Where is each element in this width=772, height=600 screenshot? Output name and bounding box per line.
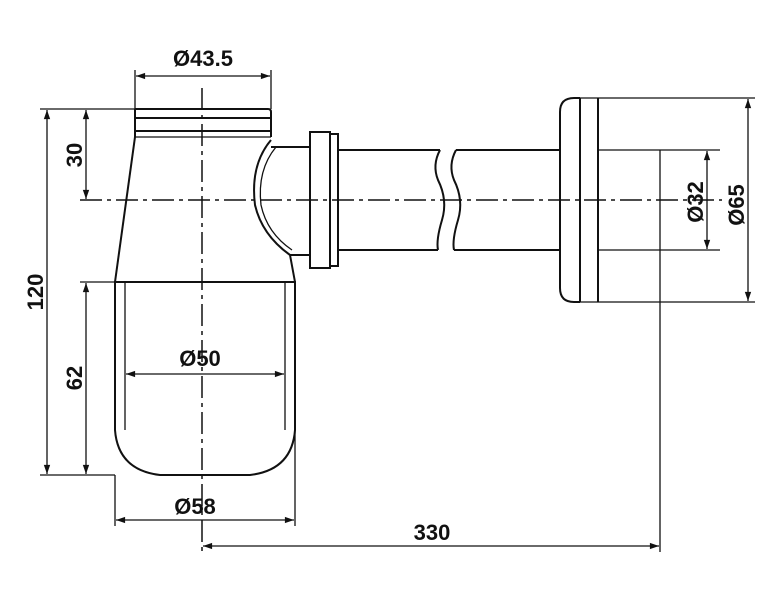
wall-flange (559, 97, 755, 552)
dim-cup-height: 62 (62, 281, 115, 474)
dim-cup-inner: Ø50 (126, 346, 284, 378)
dim-outlet-length: 330 (203, 520, 660, 550)
label-cup-outer-diameter: Ø58 (174, 494, 216, 519)
label-cup-inner-diameter: Ø50 (179, 346, 221, 371)
top-cap (134, 108, 272, 138)
label-outlet-height: 30 (62, 143, 87, 167)
trap-body (114, 136, 296, 283)
dim-outlet-height: 30 (62, 110, 90, 199)
dim-overall-height: 120 (23, 108, 135, 476)
label-cup-height: 62 (62, 366, 87, 390)
outlet-pipe (271, 131, 560, 269)
label-pipe-diameter: Ø32 (683, 181, 708, 223)
dim-pipe-diameter: Ø32 (683, 151, 711, 249)
dim-flange-diameter: Ø65 (724, 99, 752, 301)
label-flange-diameter: Ø65 (724, 184, 749, 226)
cup (114, 281, 296, 476)
label-top-diameter: Ø43.5 (173, 46, 233, 71)
label-outlet-length: 330 (414, 520, 451, 545)
dim-cup-outer: Ø58 (114, 282, 296, 526)
dim-top-diameter: Ø43.5 (134, 46, 272, 109)
label-overall-height: 120 (23, 274, 48, 311)
